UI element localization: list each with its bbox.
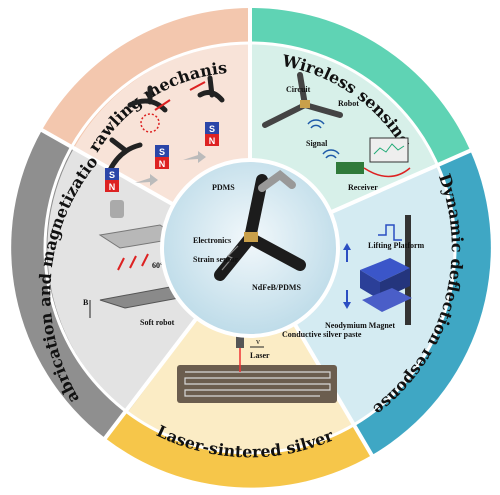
label-receiver: Receiver <box>348 183 378 192</box>
center-robot-illustration <box>214 169 306 281</box>
pour-cup-icon <box>110 200 124 218</box>
motion-arrow-icon <box>154 99 171 111</box>
robot-pose-icon <box>197 75 225 103</box>
heat-arrows-icon <box>117 253 149 271</box>
wireless-illustration: Circuit Robot Signal Receiver <box>262 72 411 192</box>
svg-text:S: S <box>109 170 115 180</box>
svg-text:N: N <box>109 182 116 192</box>
label-soft-robot: Soft robot <box>140 318 175 327</box>
label-lifting-platform: Lifting Platform <box>368 241 425 250</box>
magnet-icon: S N <box>205 122 219 146</box>
svg-text:S: S <box>209 124 215 134</box>
label-circuit: Circuit <box>286 85 311 94</box>
wifi-signal-icon <box>322 149 340 159</box>
label-conductive-silver-paste: Conductive silver paste <box>282 330 362 339</box>
robot-pose-icon <box>107 137 143 173</box>
robot-pose-icon <box>127 85 168 113</box>
label-temperature: 60°C <box>152 261 169 270</box>
segment-fabrication-inner <box>47 148 251 412</box>
laser-illustration: v Laser Conductive silver paste <box>177 330 362 403</box>
lifting-platform-icon <box>360 258 412 312</box>
crawling-illustration: S N S N S N <box>105 75 225 192</box>
step-arrow-icon <box>183 151 206 163</box>
magnet-icon: S N <box>105 168 119 192</box>
inner-ring-border <box>43 41 457 455</box>
laser-head-icon <box>236 330 244 348</box>
arrow-down-icon <box>343 302 351 309</box>
electronics-chip-icon <box>244 232 258 242</box>
label-robot: Robot <box>338 99 359 108</box>
label-ndfeb-pdms: NdFeB/PDMS <box>252 283 301 292</box>
fabrication-illustration: 60°C B Soft robot <box>83 200 196 327</box>
silver-trace-icon <box>184 371 331 397</box>
circuit-chip-icon <box>300 100 310 108</box>
step-arrow-icon <box>135 174 158 186</box>
magnet-icon: S N <box>155 145 169 169</box>
svg-text:N: N <box>209 136 216 146</box>
dynamic-illustration: Lifting Platform Neodymium Magnet <box>325 215 425 330</box>
center-circle <box>160 158 340 338</box>
svg-text:N: N <box>159 159 166 169</box>
receiver-board-icon <box>336 162 364 174</box>
label-signal: Signal <box>306 139 328 148</box>
label-pdms: PDMS <box>212 183 235 192</box>
rotation-arrow-icon <box>140 113 160 133</box>
laptop-icon <box>369 137 409 163</box>
svg-text:S: S <box>159 147 165 157</box>
wifi-signal-icon <box>307 119 325 129</box>
label-electronics: Electronics <box>193 236 231 245</box>
label-velocity: v <box>256 337 260 346</box>
label-b-field: B <box>83 298 89 307</box>
motion-arrow-icon <box>189 81 206 91</box>
label-laser: Laser <box>250 351 270 360</box>
label-strain-sensor: Strain sensor <box>193 255 239 264</box>
arrow-up-icon <box>343 243 351 250</box>
label-neodymium-magnet: Neodymium Magnet <box>325 321 395 330</box>
